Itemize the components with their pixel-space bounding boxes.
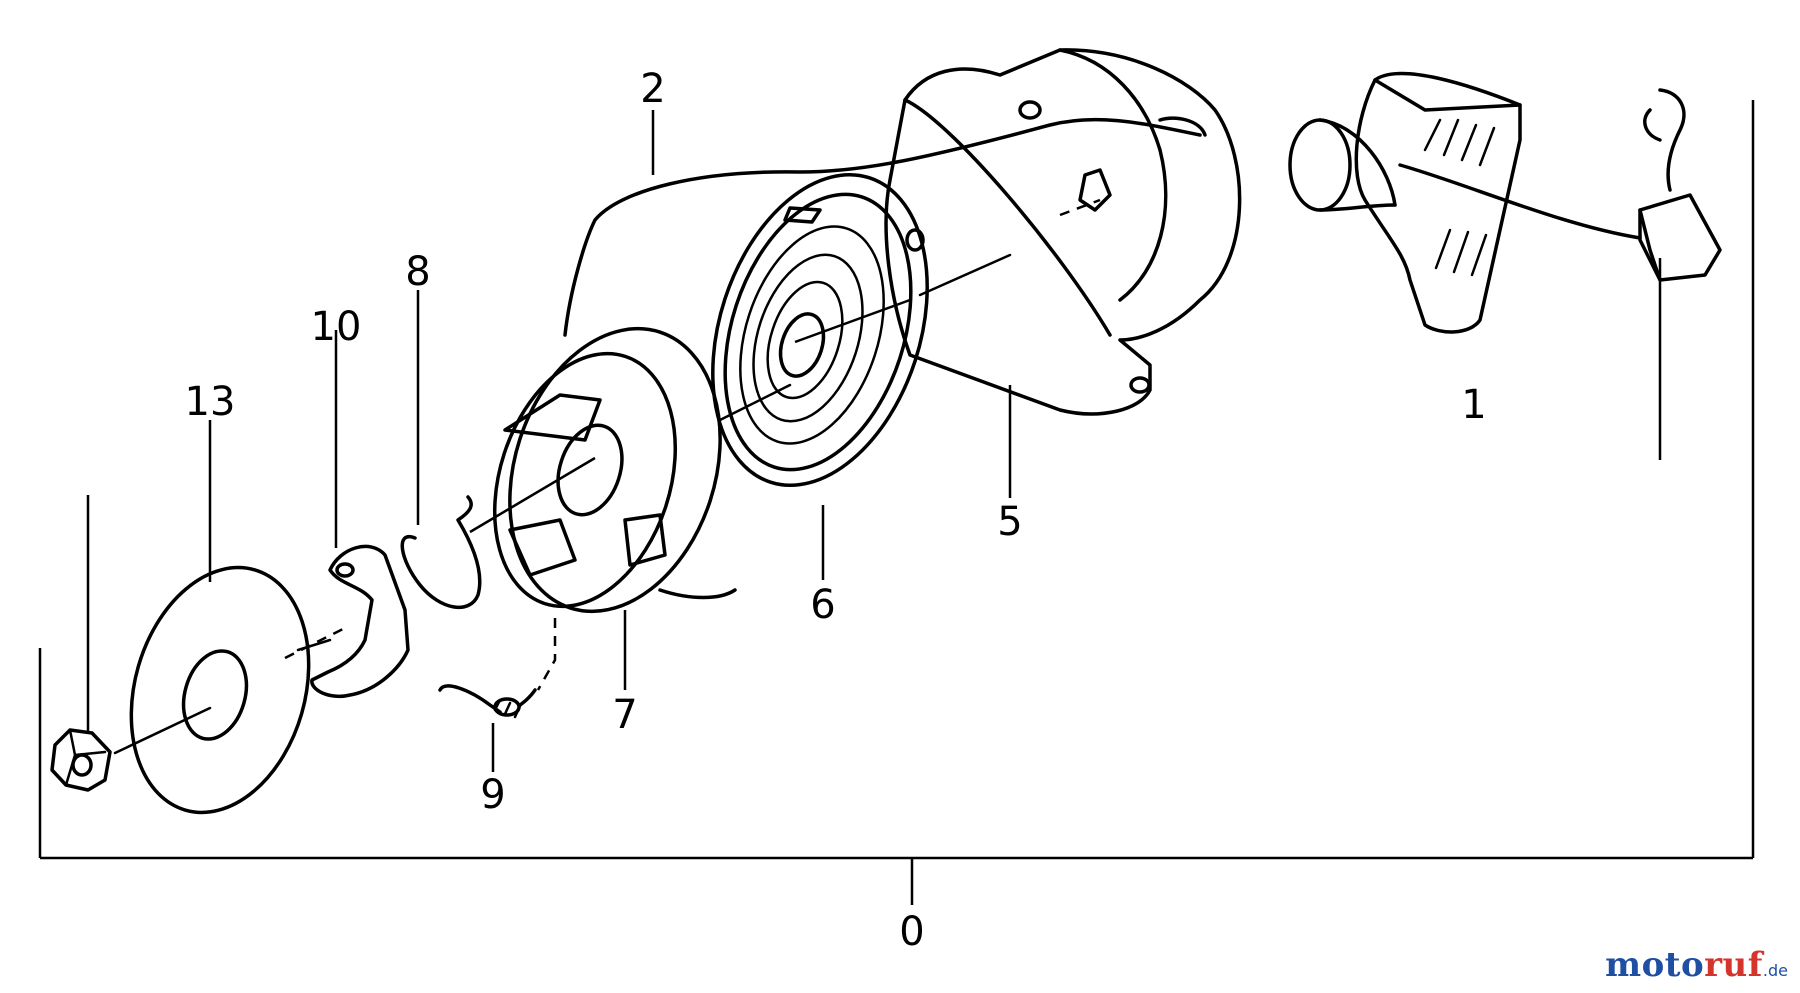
ring-clip xyxy=(400,290,482,610)
callout-9: 10 xyxy=(311,304,362,350)
assembly-bracket xyxy=(38,100,1755,905)
assembly-axis xyxy=(113,198,1101,755)
callout-1: 1 xyxy=(1461,382,1486,428)
starter-handle xyxy=(1354,71,1522,334)
callout-7: 8 xyxy=(405,249,430,295)
callout-2: 2 xyxy=(640,66,665,112)
recoil-spring xyxy=(711,172,929,580)
tension-spring xyxy=(438,618,557,772)
starter-rope-end xyxy=(1288,118,1642,240)
rope-pulley xyxy=(469,326,737,690)
starter-rope xyxy=(563,110,1202,337)
callout-6: 7 xyxy=(612,692,637,738)
hex-nut xyxy=(50,495,112,792)
ratchet-pawl xyxy=(284,330,410,698)
callout-4: 5 xyxy=(997,499,1022,545)
callout-10: 13 xyxy=(185,379,236,425)
watermark-tld: .de xyxy=(1762,961,1788,980)
callout-0: 0 xyxy=(899,909,924,955)
callout-5: 6 xyxy=(810,582,835,628)
starter-housing xyxy=(884,48,1242,498)
motoruf-watermark-logo: motoruf.de xyxy=(1605,945,1788,985)
rope-clip xyxy=(1638,88,1722,460)
washer xyxy=(129,420,311,815)
watermark-main: motoruf xyxy=(1605,945,1763,985)
callout-8: 9 xyxy=(480,772,505,818)
